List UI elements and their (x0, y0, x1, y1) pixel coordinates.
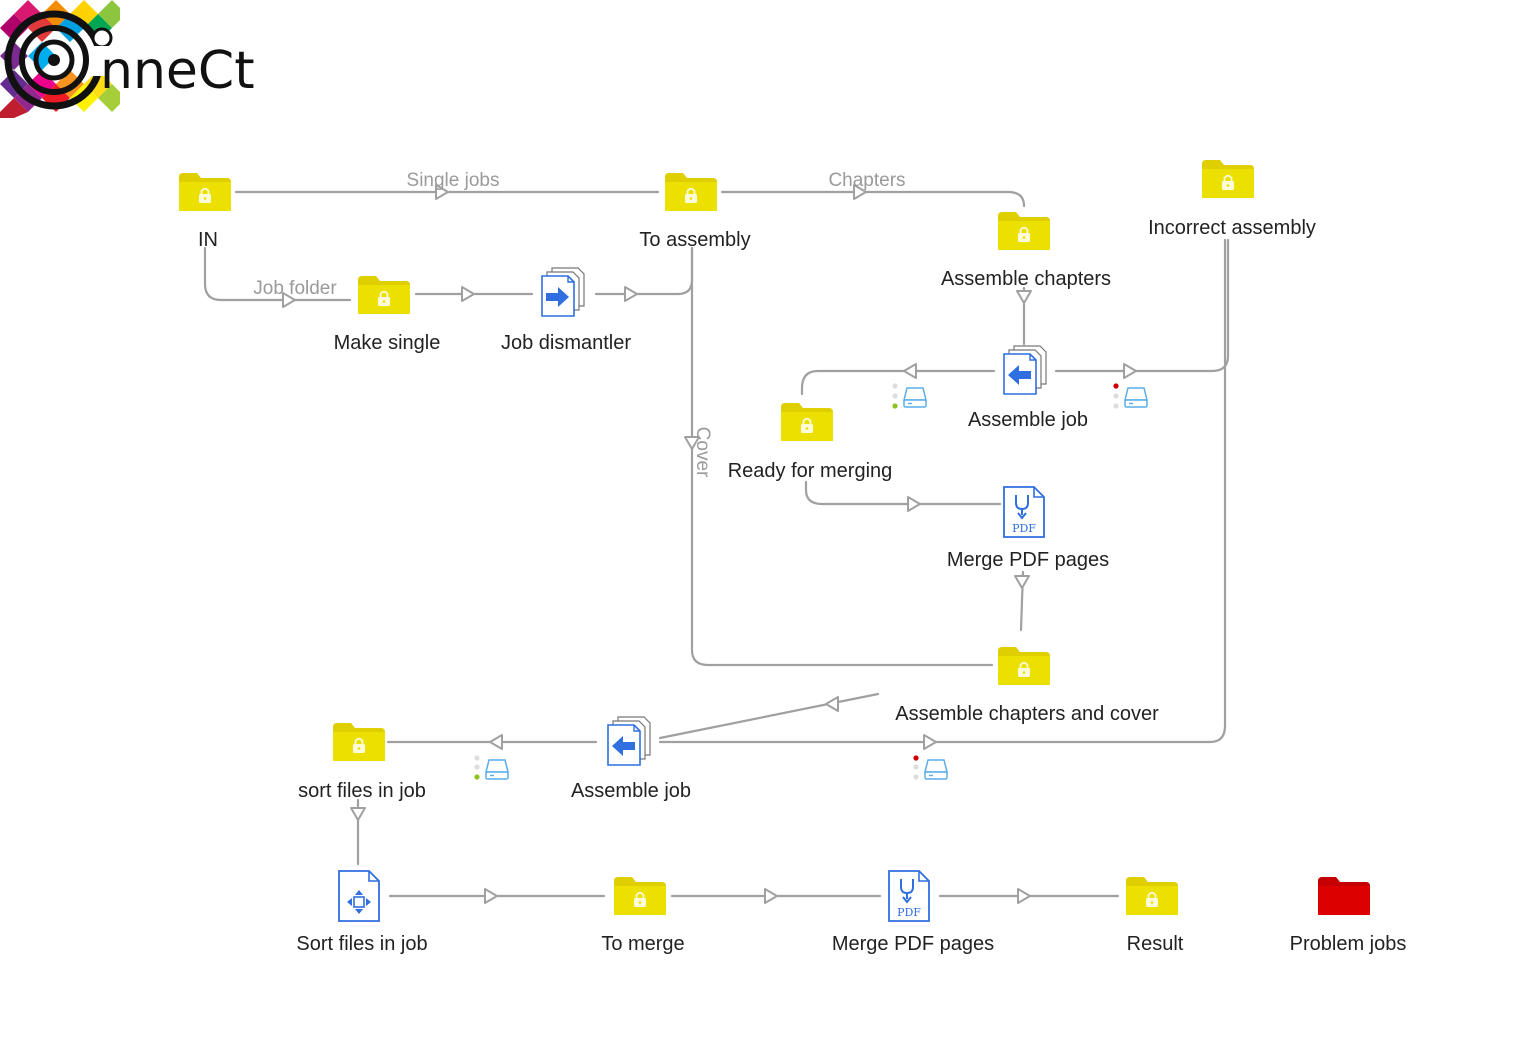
folder-icon (1125, 876, 1179, 916)
folder-icon (178, 172, 232, 212)
sort-files-icon (338, 870, 380, 922)
connection-assemble-job-incorrect[interactable] (1054, 238, 1230, 373)
node-assemble-job[interactable]: Assemble job (968, 345, 1088, 431)
node-label: Assemble job (571, 780, 691, 802)
status-tray-assemble-job-success (892, 383, 927, 409)
node-incorrect-assembly[interactable]: Incorrect assembly (1148, 159, 1316, 239)
node-result[interactable]: Result (1125, 876, 1184, 955)
connection-chapters[interactable] (720, 190, 1026, 208)
connection-cover[interactable] (690, 246, 994, 667)
node-label: Sort files in job (296, 933, 427, 955)
node-sort-files-folder[interactable]: sort files in job (298, 722, 426, 802)
connection-cover-folder-job2[interactable] (658, 692, 880, 740)
node-label: Job dismantler (501, 332, 631, 354)
folder-icon (357, 275, 411, 315)
folder-icon (332, 722, 386, 762)
node-label: Result (1127, 933, 1184, 955)
arrow-right (923, 734, 937, 750)
node-label: Assemble job (968, 409, 1088, 431)
node-label: To assembly (639, 229, 750, 251)
arrow-right (461, 286, 475, 302)
logo-text: nneCt (100, 41, 255, 101)
connection-dismantler-to-assembly[interactable] (594, 246, 694, 296)
arrow-right (1123, 363, 1137, 379)
arrow-right (764, 888, 778, 904)
arrow-right (624, 286, 638, 302)
arrow-heads (282, 184, 1137, 904)
node-label: Incorrect assembly (1148, 217, 1316, 239)
arrow-down (684, 436, 700, 450)
connection-label-single-jobs: Single jobs (407, 170, 500, 191)
connection-label-chapters: Chapters (828, 170, 905, 191)
assemble-job-icon (1003, 345, 1047, 395)
drive-icon (903, 387, 927, 408)
folder-icon (997, 646, 1051, 686)
merge-pdf-icon: PDF (888, 870, 930, 922)
node-problem-jobs[interactable]: Problem jobs (1290, 877, 1407, 955)
node-label: Assemble chapters and cover (895, 703, 1159, 725)
folder-icon (664, 172, 718, 212)
pdf-badge: PDF (897, 906, 921, 919)
arrow-right (484, 888, 498, 904)
folder-icon (613, 876, 667, 916)
connection-assemble-job-ready[interactable] (800, 369, 996, 396)
connect-logo: nneCt (0, 0, 255, 118)
arrow-right (1017, 888, 1031, 904)
node-label: Make single (334, 332, 441, 354)
connect-logo-icon (0, 0, 120, 118)
node-assemble-job-2[interactable]: Assemble job (571, 716, 691, 802)
arrow-down (350, 807, 366, 821)
connection-job2-incorrect[interactable] (658, 238, 1227, 744)
status-tray-assemble-job-2-error (913, 755, 948, 780)
arrow-down (1016, 290, 1032, 304)
node-label: To merge (601, 933, 684, 955)
folder-icon (780, 402, 834, 442)
status-tray-assemble-job-2-success (474, 755, 509, 780)
arrow-right (907, 496, 921, 512)
job-dismantler-icon (541, 267, 585, 317)
node-label: Merge PDF pages (947, 549, 1109, 571)
folder-icon (997, 211, 1051, 251)
node-merge-pdf-pages-2[interactable]: PDF Merge PDF pages (832, 870, 994, 955)
arrow-left (489, 734, 503, 750)
node-job-dismantler[interactable]: Job dismantler (501, 267, 631, 354)
merge-pdf-icon: PDF (1003, 486, 1045, 538)
node-assemble-chapters-and-cover[interactable]: Assemble chapters and cover (895, 646, 1159, 725)
assemble-job-icon (607, 716, 651, 766)
node-label: sort files in job (298, 780, 426, 802)
arrow-right (282, 292, 296, 308)
connection-ready-merge[interactable] (804, 480, 1002, 506)
node-make-single[interactable]: Make single (334, 275, 441, 354)
drive-icon (1124, 387, 1148, 408)
problem-folder-icon (1318, 877, 1370, 915)
connection-label-job-folder: Job folder (253, 278, 337, 299)
pdf-badge: PDF (1012, 522, 1036, 535)
arrow-left (825, 696, 839, 712)
status-tray-assemble-job-error (1113, 383, 1148, 409)
drive-icon (485, 759, 509, 780)
node-assemble-chapters[interactable]: Assemble chapters (941, 211, 1111, 290)
node-label: Problem jobs (1290, 933, 1407, 955)
arrow-right (853, 184, 867, 200)
node-sort-files-tool[interactable]: Sort files in job (296, 870, 428, 955)
node-label: Merge PDF pages (832, 933, 994, 955)
node-label: Assemble chapters (941, 268, 1111, 290)
arrow-down (1014, 575, 1030, 589)
node-ready-for-merging[interactable]: Ready for merging (728, 402, 893, 482)
folder-icon (1201, 159, 1255, 199)
drive-icon (924, 759, 948, 780)
node-label: Ready for merging (728, 460, 893, 482)
node-merge-pdf-pages[interactable]: PDF Merge PDF pages (947, 486, 1109, 571)
arrow-left (903, 363, 917, 379)
connection-label-cover: Cover (692, 427, 713, 478)
node-label: IN (198, 229, 218, 251)
connection-job-folder[interactable] (203, 246, 352, 302)
node-to-merge[interactable]: To merge (601, 876, 685, 955)
node-to-assembly[interactable]: To assembly (639, 172, 751, 251)
arrow-right (435, 184, 449, 200)
node-in[interactable]: IN (178, 172, 232, 251)
